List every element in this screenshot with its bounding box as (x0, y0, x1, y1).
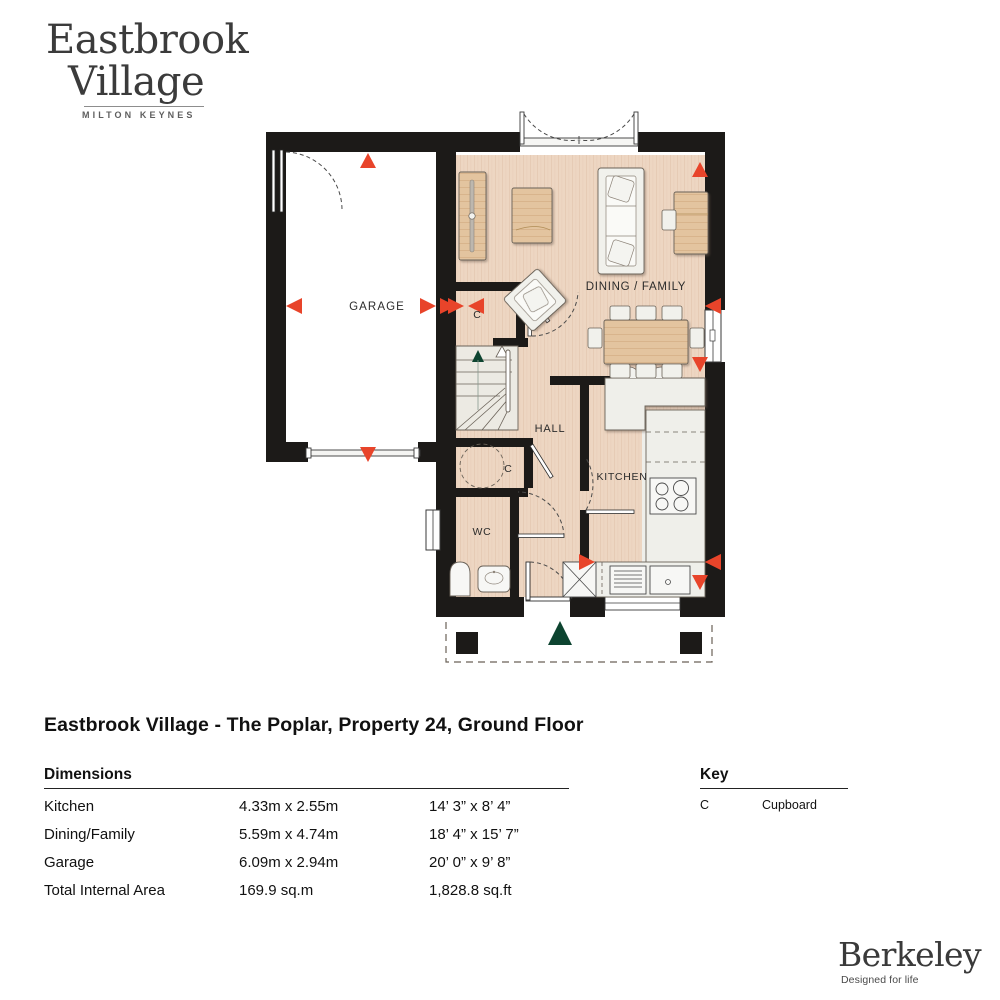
berkeley-tagline: Designed for life (841, 974, 919, 986)
table-row: Dining/Family 5.59m x 4.74m 18’ 4” x 15’… (44, 820, 569, 848)
key-section: Key C Cupboard (700, 766, 848, 818)
dimension-metric: 5.59m x 4.74m (239, 825, 339, 843)
dimension-imperial: 1,828.8 sq.ft (429, 881, 512, 899)
berkeley-wordmark: Berkeley (838, 935, 982, 974)
dimension-metric: 169.9 sq.m (239, 881, 314, 899)
kitchen-rear-window (604, 596, 681, 611)
room-label-wc: WC (472, 526, 491, 538)
room-label-garage: GARAGE (349, 301, 405, 313)
front-entrance-marker (548, 621, 572, 645)
stair-direction-arrow (472, 350, 484, 362)
room-label-dining-family: DINING / FAMILY (586, 281, 686, 293)
logo-line-2: Village (68, 59, 205, 105)
berkeley-logo: Berkeley Designed for life (838, 938, 982, 988)
dimensions-table: Kitchen 4.33m x 2.55m 14’ 3” x 8’ 4” Din… (44, 792, 569, 904)
table-row: Kitchen 4.33m x 2.55m 14’ 3” x 8’ 4” (44, 792, 569, 820)
dimensions-section: Dimensions Kitchen 4.33m x 2.55m 14’ 3” … (44, 766, 569, 904)
room-label-cupboard-1: C (473, 309, 481, 321)
eastbrook-village-logo: Eastbrook Village MILTON KEYNES (44, 14, 284, 120)
garage-side-door (271, 149, 343, 213)
kitchen-units (562, 366, 706, 598)
key-heading: Key (700, 766, 729, 783)
table-row: Garage 6.09m x 2.94m 20’ 0” x 9’ 8” (44, 848, 569, 876)
cupboard-meter (459, 443, 505, 489)
table-row: C Cupboard (700, 792, 848, 818)
porch-post-right (680, 632, 702, 654)
dimension-metric: 6.09m x 2.94m (239, 853, 339, 871)
wc-window (425, 509, 441, 551)
porch-post-left (456, 632, 478, 654)
dimension-imperial: 14’ 3” x 8’ 4” (429, 797, 511, 815)
dimension-room: Total Internal Area (44, 881, 165, 899)
room-label-cupboard-2: C (504, 463, 512, 475)
dimension-room: Garage (44, 853, 95, 871)
key-symbol: C (700, 798, 710, 812)
page-title: Eastbrook Village - The Poplar, Property… (44, 714, 584, 736)
room-label-hall: HALL (535, 423, 566, 435)
dining-window (704, 309, 722, 363)
key-table: C Cupboard (700, 792, 848, 818)
dimension-arrows-extra (448, 298, 721, 570)
key-divider (700, 788, 848, 789)
living-furniture (458, 167, 709, 379)
dimension-room: Kitchen (44, 797, 95, 815)
rear-french-doors (519, 111, 639, 147)
room-labels: GARAGE DINING / FAMILY HALL KITCHEN WC C… (349, 281, 686, 538)
dimension-room: Dining/Family (44, 825, 135, 843)
staircase (455, 345, 519, 431)
entrance-porch (445, 621, 713, 663)
dimension-imperial: 18’ 4” x 15’ 7” (429, 825, 519, 843)
key-meaning: Cupboard (762, 798, 817, 812)
dimension-metric: 4.33m x 2.55m (239, 797, 339, 815)
floor-plan-drawing: GARAGE DINING / FAMILY HALL KITCHEN WC C… (250, 110, 770, 670)
dimensions-heading: Dimensions (44, 766, 132, 783)
logo-location: MILTON KEYNES (82, 110, 196, 120)
dimension-imperial: 20’ 0” x 9’ 8” (429, 853, 511, 871)
logo-line-1: Eastbrook (46, 17, 249, 63)
dimensions-divider (44, 788, 569, 789)
logo-divider (84, 106, 204, 107)
dimension-arrows (286, 153, 721, 590)
table-row: Total Internal Area 169.9 sq.m 1,828.8 s… (44, 876, 569, 904)
room-label-kitchen: KITCHEN (597, 471, 648, 483)
wc-fixtures (449, 561, 511, 597)
